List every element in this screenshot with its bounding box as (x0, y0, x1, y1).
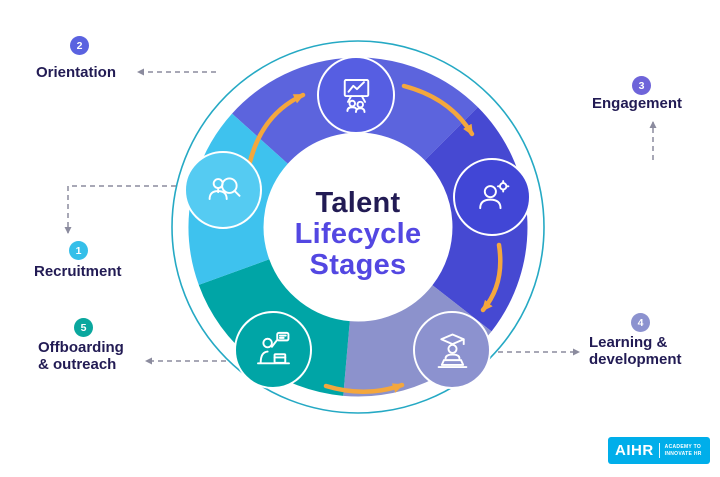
magnifier-candidate-icon (208, 176, 240, 200)
employee-gear-icon (478, 179, 509, 209)
stage-label-line: development (589, 351, 682, 368)
title-word-talent: Talent (315, 187, 401, 219)
flow-arrow-orientation-engagement (401, 83, 475, 137)
stage-label-line: Orientation (36, 64, 117, 81)
stage-label-line: & outreach (38, 356, 117, 373)
label-connectors (64, 68, 657, 365)
title-word-lifecycle: Lifecycle (294, 218, 422, 250)
stage-label-line: Offboarding (38, 339, 124, 356)
engagement-stage-circle (453, 158, 531, 236)
stage-label-offboarding: Offboarding & outreach (38, 339, 124, 373)
flow-arrow-engagement-learning (480, 242, 503, 313)
stage-label-engagement: Engagement (592, 95, 682, 112)
stage-label-learning: Learning & development (589, 334, 682, 368)
flow-arrow-offboarding-learning (323, 382, 405, 394)
flow-arrows (247, 83, 503, 394)
title-word-stages: Stages (309, 249, 407, 281)
aihr-logo: AIHR ACADEMY TO INNOVATE HR (608, 437, 710, 464)
presentation-training-icon (343, 78, 369, 113)
aihr-logo-tagline: ACADEMY TO INNOVATE HR (665, 444, 702, 457)
outer-ring (171, 40, 545, 414)
tagline-line-2: INNOVATE HR (664, 450, 702, 457)
stage-label-line: Learning & (589, 334, 668, 351)
logo-divider (658, 443, 660, 458)
stage-number-badge-learning: 4 (631, 313, 650, 332)
stage-number-badge-orientation: 2 (70, 36, 89, 55)
stage-number-badge-engagement: 3 (632, 76, 651, 95)
stage-label-line: Recruitment (34, 263, 122, 280)
farewell-desk-icon (256, 331, 290, 364)
orientation-stage-circle (317, 56, 395, 134)
recruitment-stage-circle (184, 151, 262, 229)
flow-arrow-recruitment-orientation (247, 92, 306, 165)
offboarding-stage-circle (234, 311, 312, 389)
connector-recruitment (64, 185, 176, 234)
graduate-laptop-icon (437, 333, 467, 368)
stage-label-orientation: Orientation (36, 64, 116, 81)
stage-number-badge-offboarding: 5 (74, 318, 93, 337)
stage-label-recruitment: Recruitment (34, 263, 122, 280)
learning-stage-circle (413, 311, 491, 389)
stage-number-badge-recruitment: 1 (69, 241, 88, 260)
tagline-line-1: ACADEMY TO (664, 444, 702, 450)
aihr-logo-brand: AIHR (615, 442, 654, 459)
center-title: Talent Lifecycle Stages (238, 188, 478, 281)
stage-label-line: Engagement (592, 95, 683, 112)
